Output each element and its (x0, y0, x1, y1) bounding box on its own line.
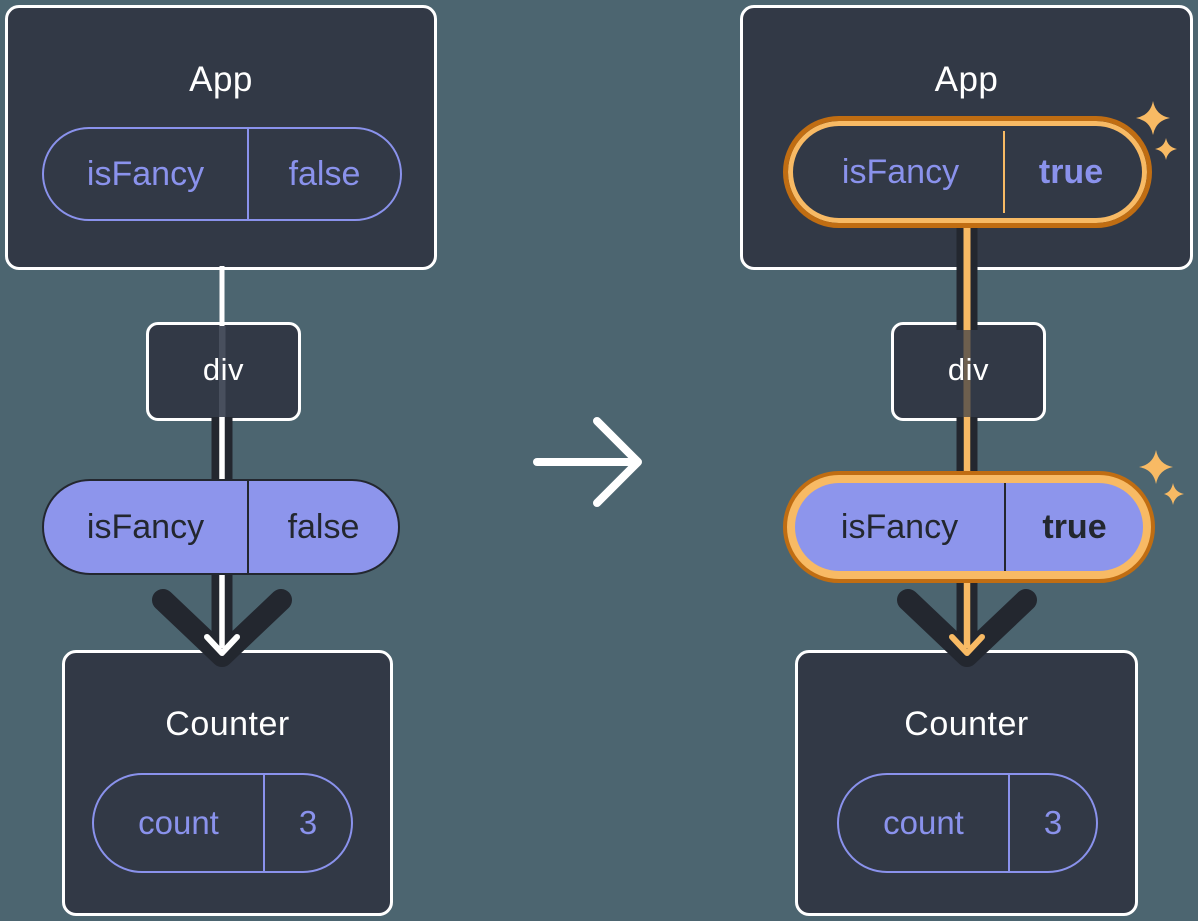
counter-title-before: Counter (165, 705, 290, 743)
edge-through-div-before (219, 326, 226, 418)
sparkle-icon (1155, 138, 1177, 160)
prop-name: isFancy (795, 483, 1006, 571)
app-title-before: App (189, 60, 253, 99)
prop-value: false (287, 507, 360, 546)
sparkle-icon (1139, 450, 1173, 484)
prop-name: isFancy (44, 481, 249, 573)
app-prop-pill-before: isFancy false (42, 127, 402, 221)
passed-prop-pill-after: isFancy true (783, 471, 1155, 583)
counter-state-pill-after: count 3 (837, 773, 1098, 873)
state-name: count (94, 775, 265, 871)
passed-prop-pill-content: isFancy true (795, 483, 1143, 571)
prop-name: isFancy (798, 131, 1005, 213)
prop-value: true (1042, 507, 1107, 546)
app-title-after: App (934, 60, 999, 99)
prop-name: isFancy (44, 129, 249, 219)
sparkle-icon (1136, 101, 1170, 135)
arrowhead-before (204, 634, 240, 656)
edge-through-div-after (963, 326, 971, 418)
arrowhead-after (949, 634, 985, 656)
div-card-after: div (891, 322, 1046, 421)
state-name: count (839, 775, 1010, 871)
div-card-before: div (146, 322, 301, 421)
transition-arrow-icon (533, 417, 642, 507)
div-title-after: div (947, 352, 990, 387)
prop-value: false (288, 154, 361, 193)
counter-state-pill-before: count 3 (92, 773, 353, 873)
sparkle-icon (1164, 483, 1184, 505)
passed-prop-pill-before: isFancy false (42, 479, 400, 575)
prop-value: true (1038, 152, 1104, 191)
state-value: 3 (298, 804, 318, 841)
app-prop-pill-after: isFancy true (783, 116, 1152, 228)
state-value: 3 (1043, 804, 1063, 841)
app-prop-pill-content: isFancy true (798, 131, 1137, 213)
div-title-before: div (202, 352, 245, 387)
counter-title-after: Counter (904, 705, 1029, 743)
